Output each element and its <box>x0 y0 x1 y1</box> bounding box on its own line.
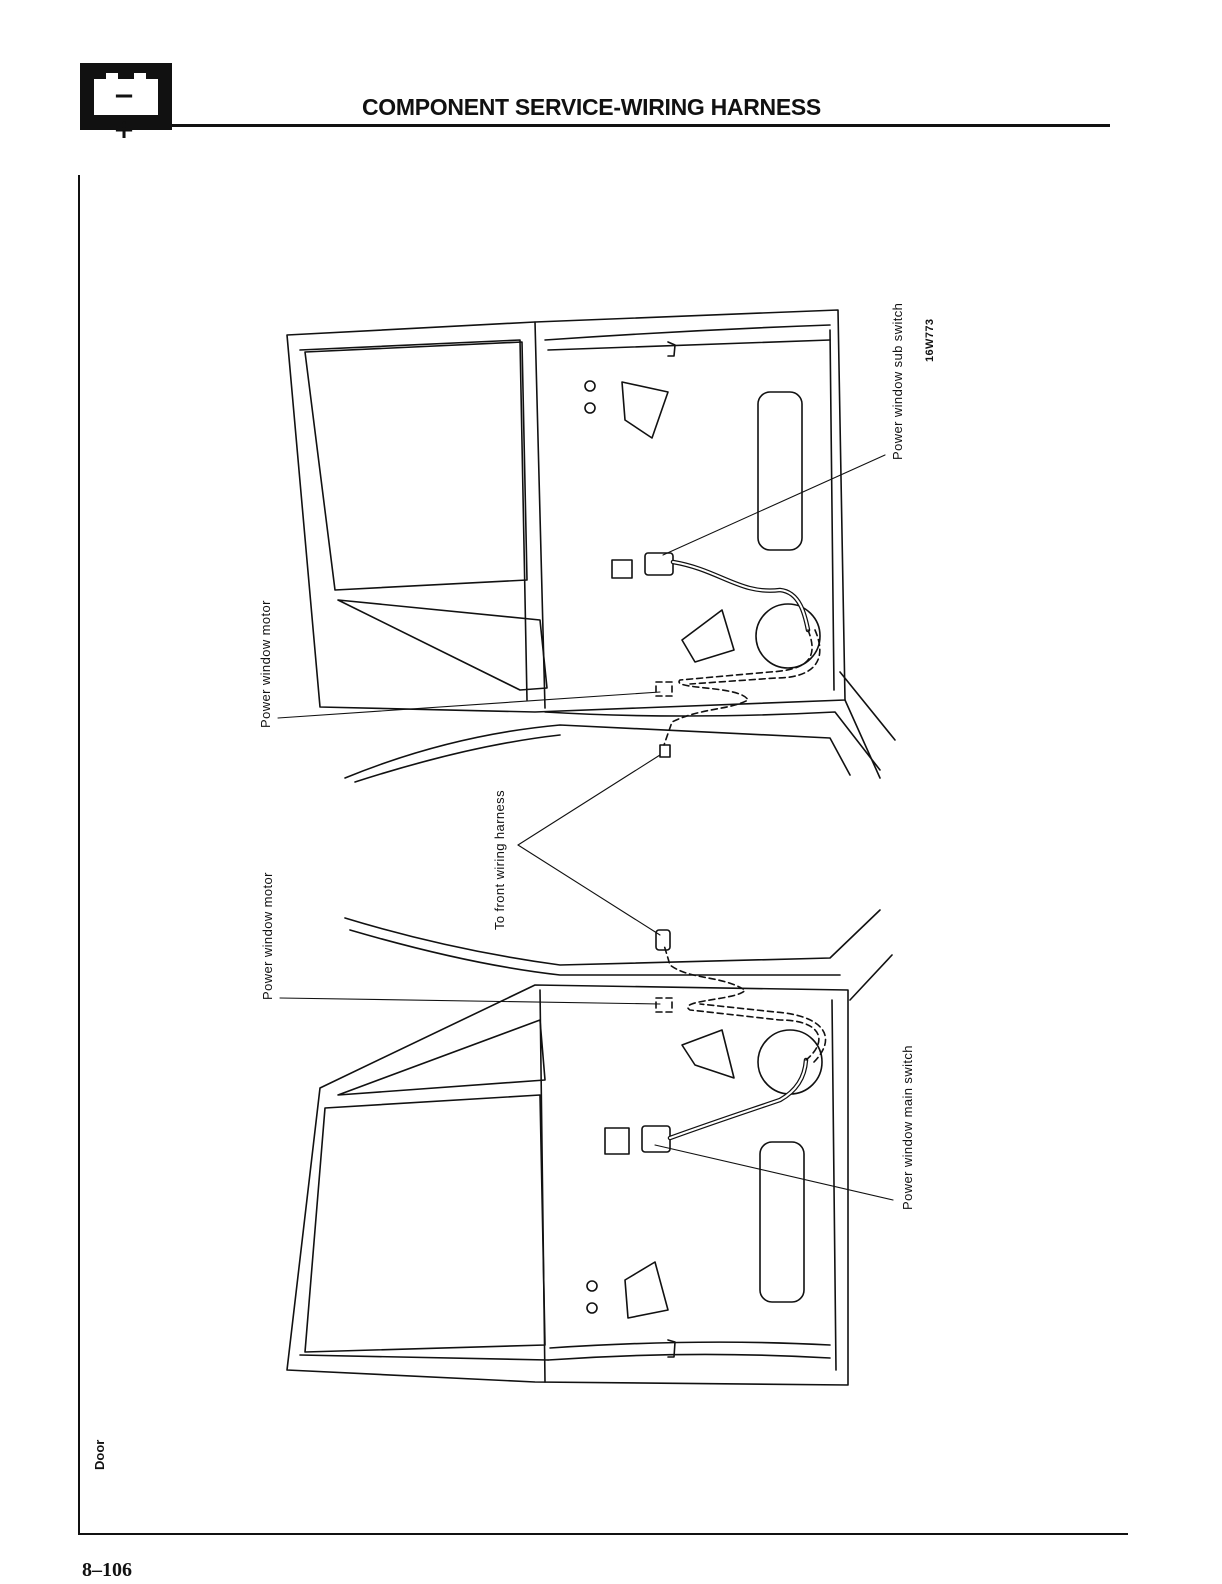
label-front-harness: To front wiring harness <box>492 790 507 930</box>
label-motor-upper: Power window motor <box>258 600 273 728</box>
lower-switch-connector <box>605 1128 629 1154</box>
upper-window-glass <box>305 342 527 590</box>
leader-front-harness-a <box>518 755 660 845</box>
upper-door <box>287 310 845 757</box>
label-motor-lower: Power window motor <box>260 872 275 1000</box>
leader-front-harness-b <box>518 845 660 935</box>
section-label: Door <box>92 1430 108 1470</box>
lower-harness <box>670 1060 806 1138</box>
leader-motor-lower <box>280 998 660 1004</box>
upper-harness <box>673 562 808 630</box>
upper-vent-glass <box>338 600 547 690</box>
lower-door <box>287 930 848 1385</box>
label-main-switch: Power window main switch <box>900 1045 915 1210</box>
leader-main-switch <box>655 1145 893 1200</box>
lower-vent-glass <box>338 1020 545 1095</box>
page-number: 8–106 <box>82 1559 132 1582</box>
figure-code: 16W773 <box>924 319 936 362</box>
lower-window-glass <box>305 1095 545 1352</box>
lower-armrest-pocket <box>760 1142 804 1302</box>
label-sub-switch: Power window sub switch <box>890 303 905 460</box>
leader-sub-switch <box>663 455 885 555</box>
upper-door-handle <box>668 342 675 356</box>
upper-switch-connector <box>612 560 632 578</box>
upper-armrest-pocket <box>758 392 802 550</box>
